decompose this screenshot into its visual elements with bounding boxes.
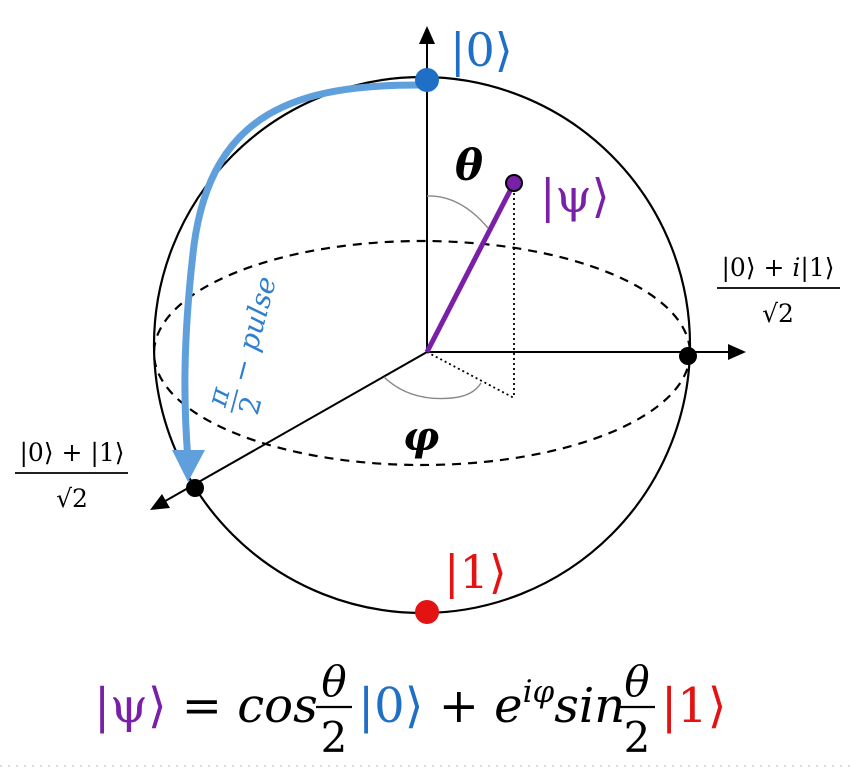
equation-lhs: |ψ⟩ <box>94 678 167 734</box>
pulse-suffix: − pulse <box>223 273 283 386</box>
equation-sin: sin <box>554 678 625 734</box>
pulse-arc <box>181 81 422 464</box>
equation-theta-2: θ <box>624 657 649 706</box>
equation-ket1: |1⟩ <box>661 678 726 734</box>
pulse-arrowhead <box>172 450 205 482</box>
phi-symbol: φ <box>403 413 439 460</box>
one-state-point <box>415 600 439 624</box>
pulse-pi: π <box>200 383 237 411</box>
pulse-fraction-bar <box>230 389 239 413</box>
x-state-denominator: √2 <box>56 484 88 513</box>
state-equation: |ψ⟩ = cos θ 2 |0⟩ + eiφsin θ 2 |1⟩ <box>94 657 726 762</box>
z-axis-arrowhead <box>419 26 435 44</box>
x-state-point <box>186 479 204 497</box>
equation-theta-1: θ <box>321 657 346 706</box>
theta-arc <box>426 195 489 229</box>
x-state-label: |0⟩ + |1⟩ √2 <box>15 438 128 513</box>
equation-two-2: 2 <box>624 713 651 762</box>
ket-one-label: |1⟩ <box>444 545 507 599</box>
equation-ket0: |0⟩ <box>358 678 423 734</box>
theta-symbol: θ <box>455 141 483 190</box>
y-state-label: |0⟩ + 𝑖|1⟩ √2 <box>717 253 840 328</box>
equation-exp-base: e <box>494 678 522 734</box>
x-axis <box>159 351 428 505</box>
y-state-denominator: √2 <box>762 299 794 328</box>
psi-vector <box>424 181 517 354</box>
phi-arc <box>383 376 482 400</box>
ket-zero-label: |0⟩ <box>450 23 513 77</box>
pulse-two: 2 <box>232 392 268 418</box>
y-state-point <box>679 347 697 365</box>
psi-horizontal-projection <box>426 351 515 399</box>
equation-cos: cos <box>237 678 317 734</box>
psi-point <box>505 174 523 192</box>
pulse-label: π 2 − pulse <box>200 273 283 418</box>
svg-text:|0⟩ + eiφsin: |0⟩ + eiφsin <box>358 674 625 734</box>
zero-state-point <box>415 68 439 92</box>
ket-psi-label: |ψ⟩ <box>540 169 610 223</box>
x-state-numerator: |0⟩ + |1⟩ <box>19 438 124 468</box>
equation-exp-power: iφ <box>523 674 555 710</box>
equation-plus: + <box>423 678 494 734</box>
svg-text:|ψ⟩ = cos: |ψ⟩ = cos <box>94 678 318 734</box>
x-axis-arrowhead <box>150 494 170 510</box>
y-state-numerator: |0⟩ + 𝑖|1⟩ <box>721 253 834 283</box>
y-axis-arrowhead <box>728 344 746 360</box>
svg-text:|1⟩: |1⟩ <box>661 678 726 734</box>
equation-equals: = <box>167 678 238 734</box>
equation-two-1: 2 <box>321 713 348 762</box>
